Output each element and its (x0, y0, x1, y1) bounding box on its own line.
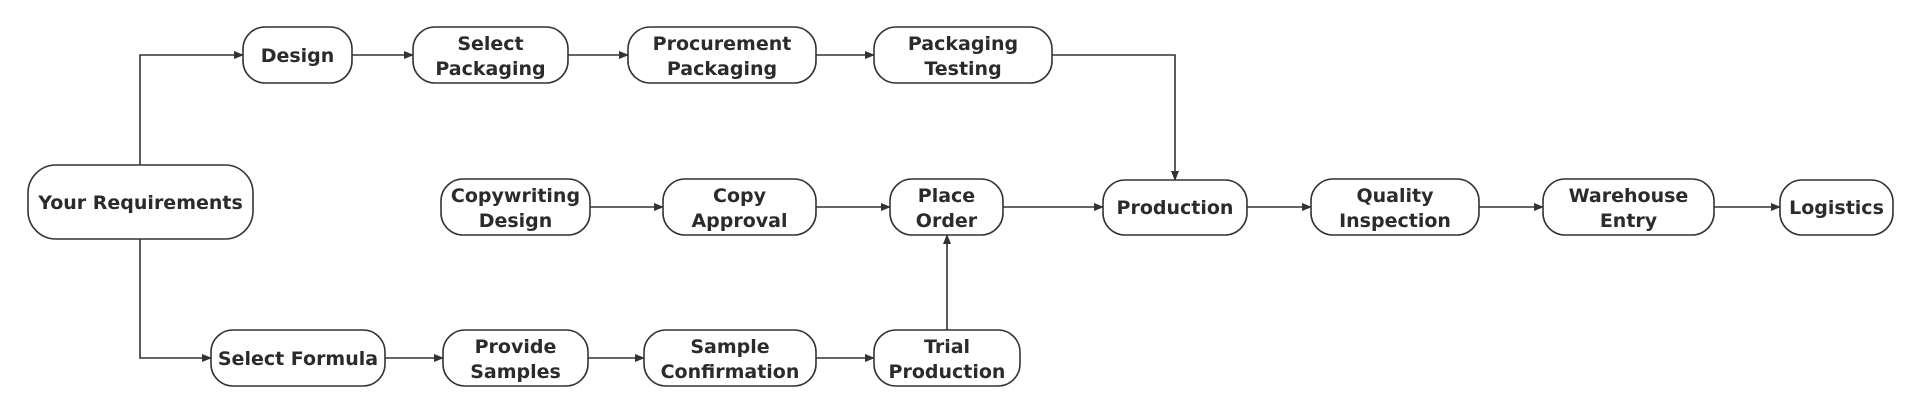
node-copywriting-design: Copywriting Design (440, 178, 591, 236)
node-label-line-1: Provide (475, 336, 557, 358)
node-label-line-2: Packaging (435, 58, 545, 80)
node-sample-confirmation: Sample Confirmation (643, 329, 817, 387)
node-design: Design (242, 26, 353, 84)
node-label-line-2: Testing (924, 58, 1001, 80)
node-label-line-2: Design (479, 210, 553, 232)
node-label-line-1: Copywriting (451, 185, 580, 207)
node-label-line-2: Inspection (1339, 210, 1451, 232)
edge-requirements-to-design (139, 51, 244, 165)
node-label-line-1: Place (918, 185, 975, 207)
node-select-formula: Select Formula (210, 329, 386, 387)
node-copy-approval: Copy Approval (662, 178, 817, 236)
node-quality-inspection: Quality Inspection (1310, 178, 1480, 236)
node-your-requirements: Your Requirements (27, 164, 254, 240)
node-label-line-2: Entry (1600, 210, 1658, 232)
node-label-line-1: Quality (1357, 185, 1435, 207)
node-label-line-1: Sample (690, 336, 769, 358)
node-label-line-2: Production (889, 361, 1006, 383)
node-logistics: Logistics (1779, 179, 1894, 236)
node-label-line-1: Copy (713, 185, 767, 207)
node-label-line-2: Samples (470, 361, 561, 383)
node-label-line-1: Select (457, 33, 523, 55)
node-select-packaging: Select Packaging (412, 26, 569, 84)
node-packaging-testing: Packaging Testing (873, 26, 1053, 84)
edge-packaging-testing-to-production (1052, 54, 1179, 181)
node-label-line-1: Trial (924, 336, 970, 358)
edge-requirements-to-select-formula (139, 239, 212, 362)
node-label-line-2: Confirmation (661, 361, 800, 383)
node-warehouse-entry: Warehouse Entry (1542, 178, 1715, 236)
node-label: Your Requirements (37, 192, 243, 214)
connectors (139, 51, 1781, 362)
node-provide-samples: Provide Samples (442, 329, 589, 387)
node-trial-production: Trial Production (873, 329, 1021, 387)
node-label: Logistics (1789, 197, 1884, 219)
process-steps: Your Requirements Design Select Packagin… (27, 26, 1894, 387)
node-label-line-2: Order (916, 210, 978, 232)
node-place-order: Place Order (889, 178, 1004, 236)
node-label-line-2: Approval (691, 210, 787, 232)
node-label-line-2: Packaging (667, 58, 777, 80)
node-label-line-1: Warehouse (1569, 185, 1689, 207)
node-label: Select Formula (218, 348, 378, 370)
node-procurement-packaging: Procurement Packaging (627, 26, 817, 84)
node-label: Production (1117, 197, 1234, 219)
node-production: Production (1102, 179, 1248, 236)
node-label: Design (261, 45, 335, 67)
node-label-line-1: Procurement (653, 33, 792, 55)
node-label-line-1: Packaging (908, 33, 1018, 55)
